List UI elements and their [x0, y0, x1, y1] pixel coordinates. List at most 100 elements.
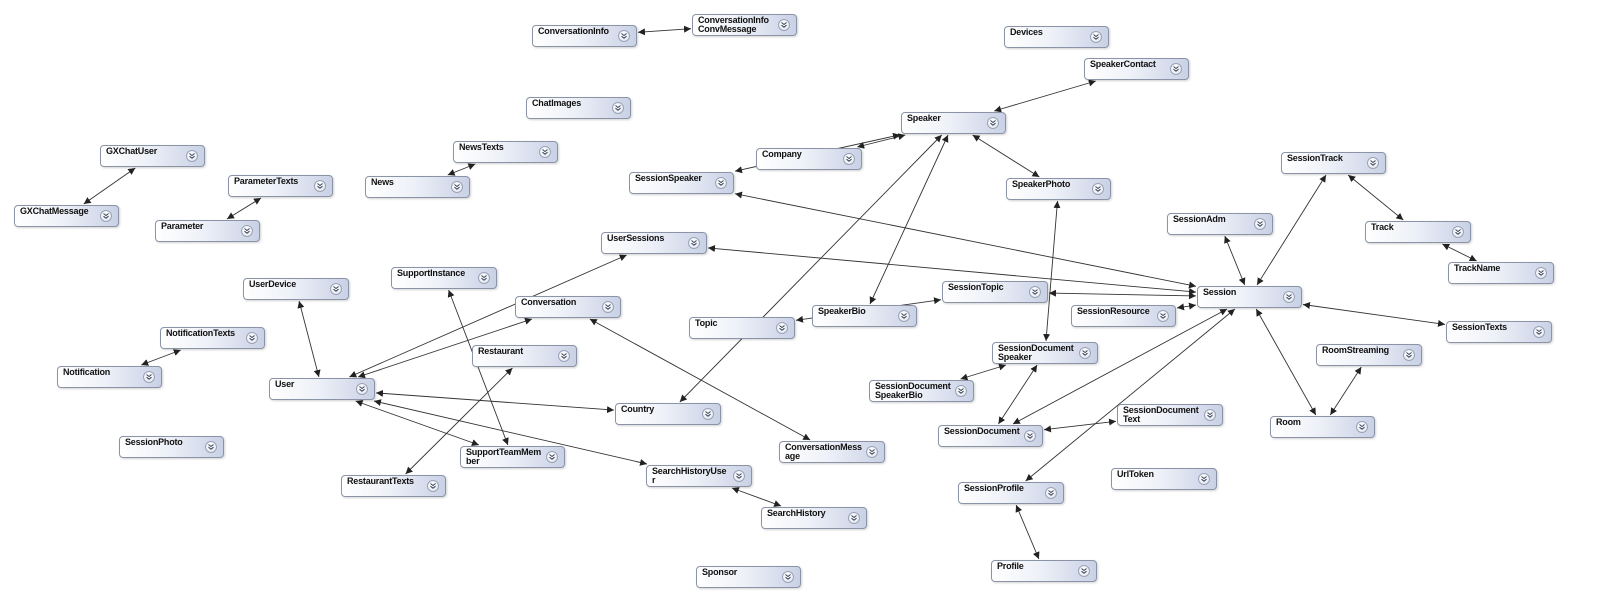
double-chevron-down-icon[interactable] [1533, 326, 1545, 338]
double-chevron-down-icon[interactable] [539, 146, 551, 158]
double-chevron-down-icon[interactable] [776, 322, 788, 334]
double-chevron-down-icon[interactable] [427, 480, 439, 492]
double-chevron-down-icon[interactable] [1367, 157, 1379, 169]
double-chevron-down-icon[interactable] [987, 117, 999, 129]
entity-session-track[interactable]: SessionTrack [1281, 152, 1386, 174]
double-chevron-down-icon[interactable] [1356, 421, 1368, 433]
double-chevron-down-icon[interactable] [702, 408, 714, 420]
double-chevron-down-icon[interactable] [1079, 347, 1091, 359]
double-chevron-down-icon[interactable] [618, 30, 630, 42]
double-chevron-down-icon[interactable] [848, 512, 860, 524]
entity-conversation[interactable]: Conversation [515, 296, 621, 318]
entity-user-sessions[interactable]: UserSessions [601, 232, 707, 254]
entity-room-streaming[interactable]: RoomStreaming [1316, 344, 1422, 366]
entity-session-document-text[interactable]: SessionDocumentText [1117, 404, 1223, 426]
double-chevron-down-icon[interactable] [246, 332, 258, 344]
double-chevron-down-icon[interactable] [143, 371, 155, 383]
entity-conversation-message[interactable]: ConversationMessage [779, 441, 885, 463]
double-chevron-down-icon[interactable] [1204, 409, 1216, 421]
entity-session-document-speaker-bio[interactable]: SessionDocumentSpeakerBio [869, 380, 974, 402]
entity-session-resource[interactable]: SessionResource [1071, 305, 1176, 327]
entity-session-adm[interactable]: SessionAdm [1167, 213, 1273, 235]
entity-session-profile[interactable]: SessionProfile [958, 482, 1064, 504]
entity-user-device[interactable]: UserDevice [243, 278, 349, 300]
double-chevron-down-icon[interactable] [330, 283, 342, 295]
entity-parameter-texts[interactable]: ParameterTexts [228, 175, 333, 197]
entity-room[interactable]: Room [1270, 416, 1375, 438]
entity-conversation-info[interactable]: ConversationInfo [532, 25, 637, 47]
double-chevron-down-icon[interactable] [1535, 267, 1547, 279]
double-chevron-down-icon[interactable] [546, 451, 558, 463]
entity-notification[interactable]: Notification [57, 366, 162, 388]
entity-session-document-speaker[interactable]: SessionDocumentSpeaker [992, 342, 1098, 364]
entity-speaker-bio[interactable]: SpeakerBio [812, 305, 917, 327]
entity-speaker-contact[interactable]: SpeakerContact [1084, 58, 1189, 80]
entity-support-instance[interactable]: SupportInstance [391, 267, 497, 289]
double-chevron-down-icon[interactable] [558, 350, 570, 362]
entity-user[interactable]: User [269, 378, 375, 400]
entity-restaurant[interactable]: Restaurant [472, 345, 577, 367]
double-chevron-down-icon[interactable] [866, 446, 878, 458]
entity-devices[interactable]: Devices [1004, 26, 1109, 48]
double-chevron-down-icon[interactable] [1254, 218, 1266, 230]
double-chevron-down-icon[interactable] [478, 272, 490, 284]
double-chevron-down-icon[interactable] [100, 210, 112, 222]
double-chevron-down-icon[interactable] [715, 177, 727, 189]
entity-support-team-member[interactable]: SupportTeamMember [460, 446, 565, 468]
entity-restaurant-texts[interactable]: RestaurantTexts [341, 475, 446, 497]
entity-parameter[interactable]: Parameter [155, 220, 260, 242]
entity-gx-chat-user[interactable]: GXChatUser [100, 145, 205, 167]
entity-chat-images[interactable]: ChatImages [526, 97, 631, 119]
entity-conversation-info-conv-message[interactable]: ConversationInfoConvMessage [692, 14, 797, 36]
double-chevron-down-icon[interactable] [1024, 430, 1036, 442]
entity-session-document[interactable]: SessionDocument [938, 425, 1043, 447]
double-chevron-down-icon[interactable] [843, 153, 855, 165]
double-chevron-down-icon[interactable] [688, 237, 700, 249]
double-chevron-down-icon[interactable] [241, 225, 253, 237]
entity-track-name[interactable]: TrackName [1448, 262, 1554, 284]
double-chevron-down-icon[interactable] [955, 385, 967, 397]
double-chevron-down-icon[interactable] [602, 301, 614, 313]
entity-country[interactable]: Country [615, 403, 721, 425]
entity-profile[interactable]: Profile [991, 560, 1097, 582]
entity-session-photo[interactable]: SessionPhoto [119, 436, 224, 458]
double-chevron-down-icon[interactable] [1090, 31, 1102, 43]
double-chevron-down-icon[interactable] [1170, 63, 1182, 75]
double-chevron-down-icon[interactable] [1045, 487, 1057, 499]
double-chevron-down-icon[interactable] [186, 150, 198, 162]
double-chevron-down-icon[interactable] [314, 180, 326, 192]
double-chevron-down-icon[interactable] [1029, 286, 1041, 298]
entity-company[interactable]: Company [756, 148, 862, 170]
entity-session-topic[interactable]: SessionTopic [942, 281, 1048, 303]
entity-session[interactable]: Session [1197, 286, 1302, 308]
entity-speaker[interactable]: Speaker [901, 112, 1006, 134]
double-chevron-down-icon[interactable] [451, 181, 463, 193]
double-chevron-down-icon[interactable] [356, 383, 368, 395]
double-chevron-down-icon[interactable] [1198, 473, 1210, 485]
double-chevron-down-icon[interactable] [1157, 310, 1169, 322]
double-chevron-down-icon[interactable] [898, 310, 910, 322]
double-chevron-down-icon[interactable] [205, 441, 217, 453]
double-chevron-down-icon[interactable] [782, 571, 794, 583]
entity-news-texts[interactable]: NewsTexts [453, 141, 558, 163]
double-chevron-down-icon[interactable] [612, 102, 624, 114]
entity-notification-texts[interactable]: NotificationTexts [160, 327, 265, 349]
double-chevron-down-icon[interactable] [1092, 183, 1104, 195]
entity-speaker-photo[interactable]: SpeakerPhoto [1006, 178, 1111, 200]
entity-url-token[interactable]: UrlToken [1111, 468, 1217, 490]
entity-sponsor[interactable]: Sponsor [696, 566, 801, 588]
entity-search-history[interactable]: SearchHistory [761, 507, 867, 529]
double-chevron-down-icon[interactable] [778, 19, 790, 31]
entity-search-history-user[interactable]: SearchHistoryUser [646, 465, 752, 487]
double-chevron-down-icon[interactable] [1452, 226, 1464, 238]
entity-session-texts[interactable]: SessionTexts [1446, 321, 1552, 343]
double-chevron-down-icon[interactable] [1283, 291, 1295, 303]
entity-topic[interactable]: Topic [689, 317, 795, 339]
double-chevron-down-icon[interactable] [733, 470, 745, 482]
double-chevron-down-icon[interactable] [1078, 565, 1090, 577]
entity-news[interactable]: News [365, 176, 470, 198]
entity-track[interactable]: Track [1365, 221, 1471, 243]
entity-session-speaker[interactable]: SessionSpeaker [629, 172, 734, 194]
double-chevron-down-icon[interactable] [1403, 349, 1415, 361]
entity-gx-chat-message[interactable]: GXChatMessage [14, 205, 119, 227]
